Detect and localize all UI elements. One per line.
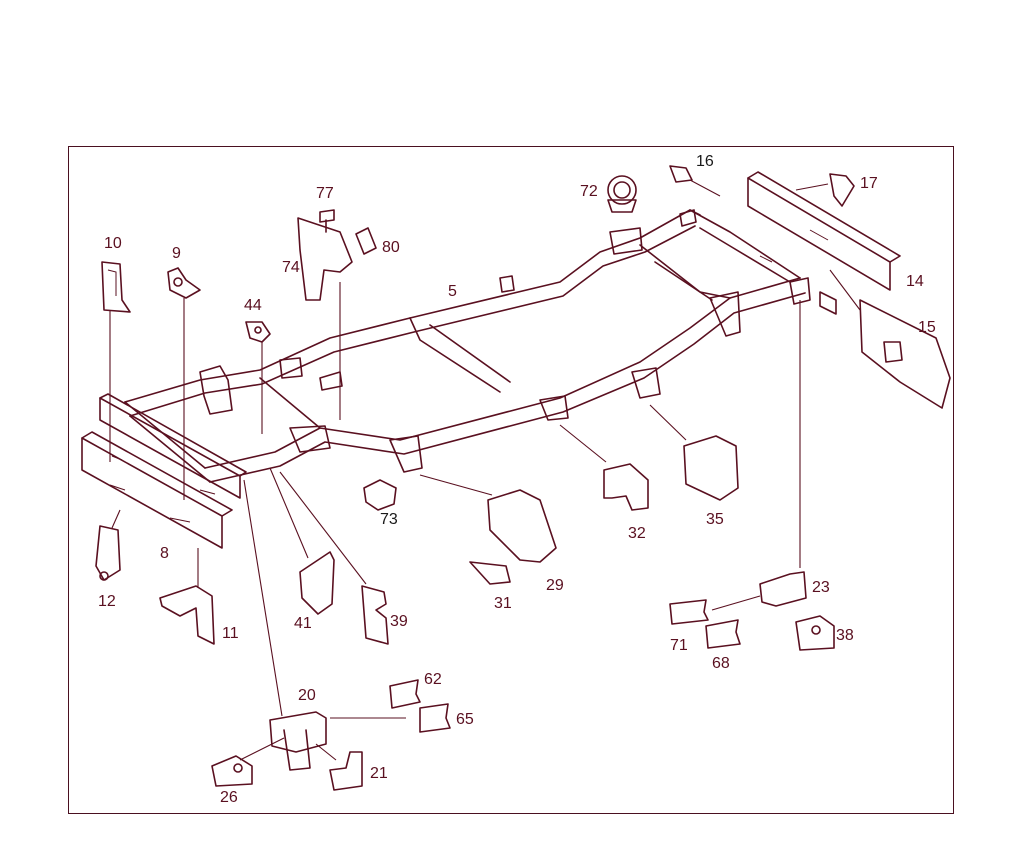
callout-8: 8 xyxy=(160,545,169,562)
callout-38: 38 xyxy=(836,627,854,644)
callout-72: 72 xyxy=(580,183,598,200)
callout-71: 71 xyxy=(670,637,688,654)
callout-11: 11 xyxy=(222,625,239,642)
callout-41: 41 xyxy=(294,615,312,632)
callout-20: 20 xyxy=(298,687,316,704)
small-parts xyxy=(95,165,951,791)
callout-80: 80 xyxy=(382,239,400,256)
callout-21: 21 xyxy=(370,765,388,782)
diagram-frame xyxy=(68,146,954,814)
callout-16: 16 xyxy=(696,153,714,170)
rear-crossmember xyxy=(747,171,901,315)
callout-65: 65 xyxy=(456,711,474,728)
callout-15: 15 xyxy=(918,319,936,336)
callout-35: 35 xyxy=(706,511,724,528)
callout-9: 9 xyxy=(172,245,181,262)
callout-73: 73 xyxy=(380,511,398,528)
callout-77: 77 xyxy=(316,185,334,202)
callout-44: 44 xyxy=(244,297,262,314)
leader-lines xyxy=(109,179,861,761)
callout-68: 68 xyxy=(712,655,730,672)
callout-23: 23 xyxy=(812,579,830,596)
callout-74: 74 xyxy=(282,259,300,276)
callout-62: 62 xyxy=(424,671,442,688)
callout-26: 26 xyxy=(220,789,238,806)
callout-31: 31 xyxy=(494,595,512,612)
callout-5: 5 xyxy=(448,283,457,300)
callout-10: 10 xyxy=(104,235,122,252)
callout-29: 29 xyxy=(546,577,564,594)
callout-39: 39 xyxy=(390,613,408,630)
front-bumper xyxy=(81,393,247,549)
callout-32: 32 xyxy=(628,525,646,542)
callout-17: 17 xyxy=(860,175,878,192)
callout-12: 12 xyxy=(98,593,116,610)
callout-14: 14 xyxy=(906,273,924,290)
callout-labels: 10 9 77 80 74 44 72 16 17 14 15 5 73 32 … xyxy=(98,153,936,806)
chassis-frame xyxy=(124,209,811,483)
